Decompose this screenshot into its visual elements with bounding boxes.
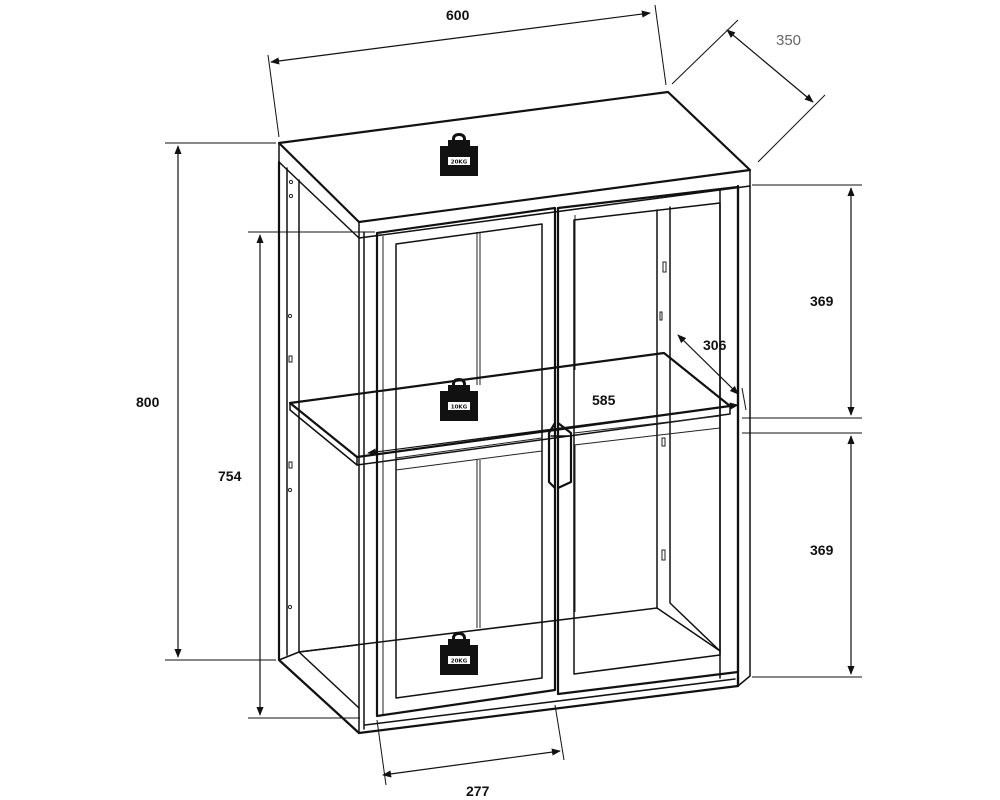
bottom-plinth xyxy=(298,644,740,735)
dim-label-height: 800 xyxy=(136,394,160,410)
top-board xyxy=(277,90,752,239)
dimension-width: 600 xyxy=(267,4,667,138)
dim-label-width: 600 xyxy=(446,7,470,23)
dim-label-door-width: 277 xyxy=(466,783,490,799)
dimension-upper-compartment: 369 xyxy=(742,184,862,419)
dim-label-inner-width: 585 xyxy=(592,392,616,408)
dim-label-inner-height: 754 xyxy=(218,468,242,484)
back-interior xyxy=(476,215,576,628)
dim-label-shelf-depth: 306 xyxy=(703,337,727,353)
weight-label-top: 20KG xyxy=(451,160,468,166)
dimension-depth: 350 xyxy=(671,19,826,163)
dimension-inner-width: 585 xyxy=(367,392,739,456)
dimension-lower-compartment: 369 xyxy=(742,432,862,678)
door-handles xyxy=(547,421,573,490)
dim-label-upper: 369 xyxy=(810,293,834,309)
weight-icon-shelf: 10KG xyxy=(440,378,478,421)
dimension-shelf-depth: 306 xyxy=(677,334,747,411)
shelf xyxy=(288,351,732,466)
dimension-height: 800 xyxy=(136,142,276,661)
bottom-floor xyxy=(298,607,721,653)
dimension-door-width: 277 xyxy=(376,704,565,799)
weight-label-bottom: 20KG xyxy=(451,659,468,665)
weight-label-shelf: 10KG xyxy=(451,405,468,411)
dimension-inner-height: 754 xyxy=(218,231,375,719)
dim-label-depth: 350 xyxy=(776,32,801,49)
right-side-panel xyxy=(656,184,751,688)
left-side-panel xyxy=(277,160,365,735)
dim-label-lower: 369 xyxy=(810,542,834,558)
left-door xyxy=(375,206,557,718)
weight-icon-top: 20KG xyxy=(440,133,478,176)
right-door xyxy=(556,185,740,696)
weight-icon-bottom: 20KG xyxy=(440,632,478,675)
